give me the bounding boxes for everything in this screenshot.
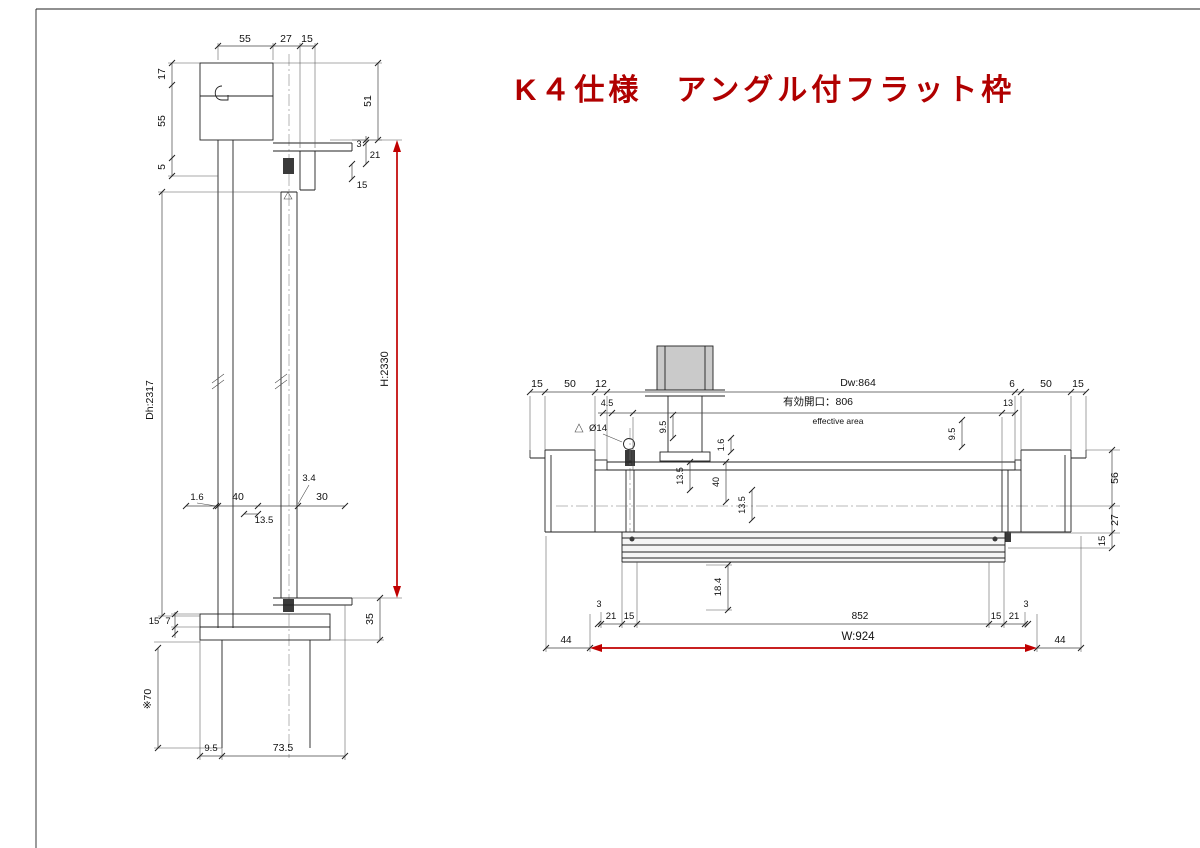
dim-stop-12: 12: [595, 378, 607, 390]
dim-35: 35: [364, 613, 376, 625]
dim-27: 27: [1109, 514, 1121, 526]
dim-head-55: 55: [239, 33, 251, 45]
dim-9-5-bottom: 9.5: [204, 743, 217, 754]
label-effective-area: effective area: [813, 416, 864, 426]
dim-21-bottom-left: 21: [606, 611, 617, 622]
dim-hole-14: Ø14: [589, 423, 607, 434]
dim-4-5: 4.5: [601, 398, 614, 408]
dim-15-head: 15: [357, 180, 368, 191]
dim-30: 30: [316, 491, 328, 503]
sheet-border: [35, 8, 1200, 848]
dim-56: 56: [1109, 472, 1121, 484]
dim-3: 3: [356, 139, 361, 149]
dim-15-right-side: 15: [1097, 536, 1108, 547]
dim-door-height: Dh:2317: [144, 380, 156, 420]
dim-overall-height: H:2330: [379, 351, 391, 386]
horizontal-section-dimensions: [526, 388, 1120, 652]
dim-44-left: 44: [560, 635, 572, 646]
dim-jamb-50-right: 50: [1040, 378, 1052, 390]
dim-15-bottom-right: 15: [991, 611, 1002, 622]
dim-9-5-left: 9.5: [658, 421, 668, 434]
dim-13-5: 13.5: [255, 515, 274, 526]
dim-3-4: 3.4: [302, 473, 315, 484]
dim-13-5-b: 13.5: [737, 496, 747, 514]
dim-9-5-right: 9.5: [947, 428, 957, 441]
dim-sill-7: 7: [165, 616, 170, 627]
dim-left-5: 5: [156, 164, 168, 170]
dim-door-width: Dw:864: [840, 377, 876, 389]
dim-3-bottom-left: 3: [596, 599, 601, 609]
dim-left-17: 17: [156, 68, 168, 80]
vertical-section-geometry: [199, 54, 353, 760]
dim-left-55: 55: [156, 115, 168, 127]
dim-overall-width: W:924: [841, 631, 875, 643]
dim-stop-6: 6: [1009, 379, 1015, 390]
dim-jamb-15-left: 15: [531, 378, 543, 390]
dim-18-4: 18.4: [713, 578, 724, 597]
dim-head-15: 15: [301, 33, 313, 45]
horizontal-section-geometry: [529, 345, 1087, 563]
dim-head-27: 27: [280, 33, 292, 45]
dim-13-5-a: 13.5: [675, 467, 685, 485]
dim-sill-15: 15: [149, 616, 160, 627]
dim-44-right: 44: [1054, 635, 1066, 646]
vertical-section-dimensions: [154, 42, 402, 760]
dim-21-bottom-right: 21: [1009, 611, 1020, 622]
dim-1-6-plan: 1.6: [716, 439, 726, 452]
dim-40-plan: 40: [711, 477, 721, 487]
dim-1-6: 1.6: [190, 492, 203, 503]
dim-jamb-15-right: 15: [1072, 378, 1084, 390]
dim-note-70: ※70: [142, 689, 154, 710]
dim-51: 51: [362, 95, 374, 107]
dim-40: 40: [232, 491, 244, 503]
dim-jamb-50-left: 50: [564, 378, 576, 390]
dim-effective-opening: 有効開口：806: [783, 395, 853, 408]
dim-21: 21: [370, 150, 381, 161]
dim-73-5: 73.5: [273, 742, 294, 754]
dim-13: 13: [1003, 398, 1013, 408]
page-title: K４仕様 アングル付フラット枠: [515, 74, 1015, 107]
dim-15-bottom-left: 15: [624, 611, 635, 622]
dim-852: 852: [852, 611, 869, 622]
dim-3-bottom-right: 3: [1023, 599, 1028, 609]
